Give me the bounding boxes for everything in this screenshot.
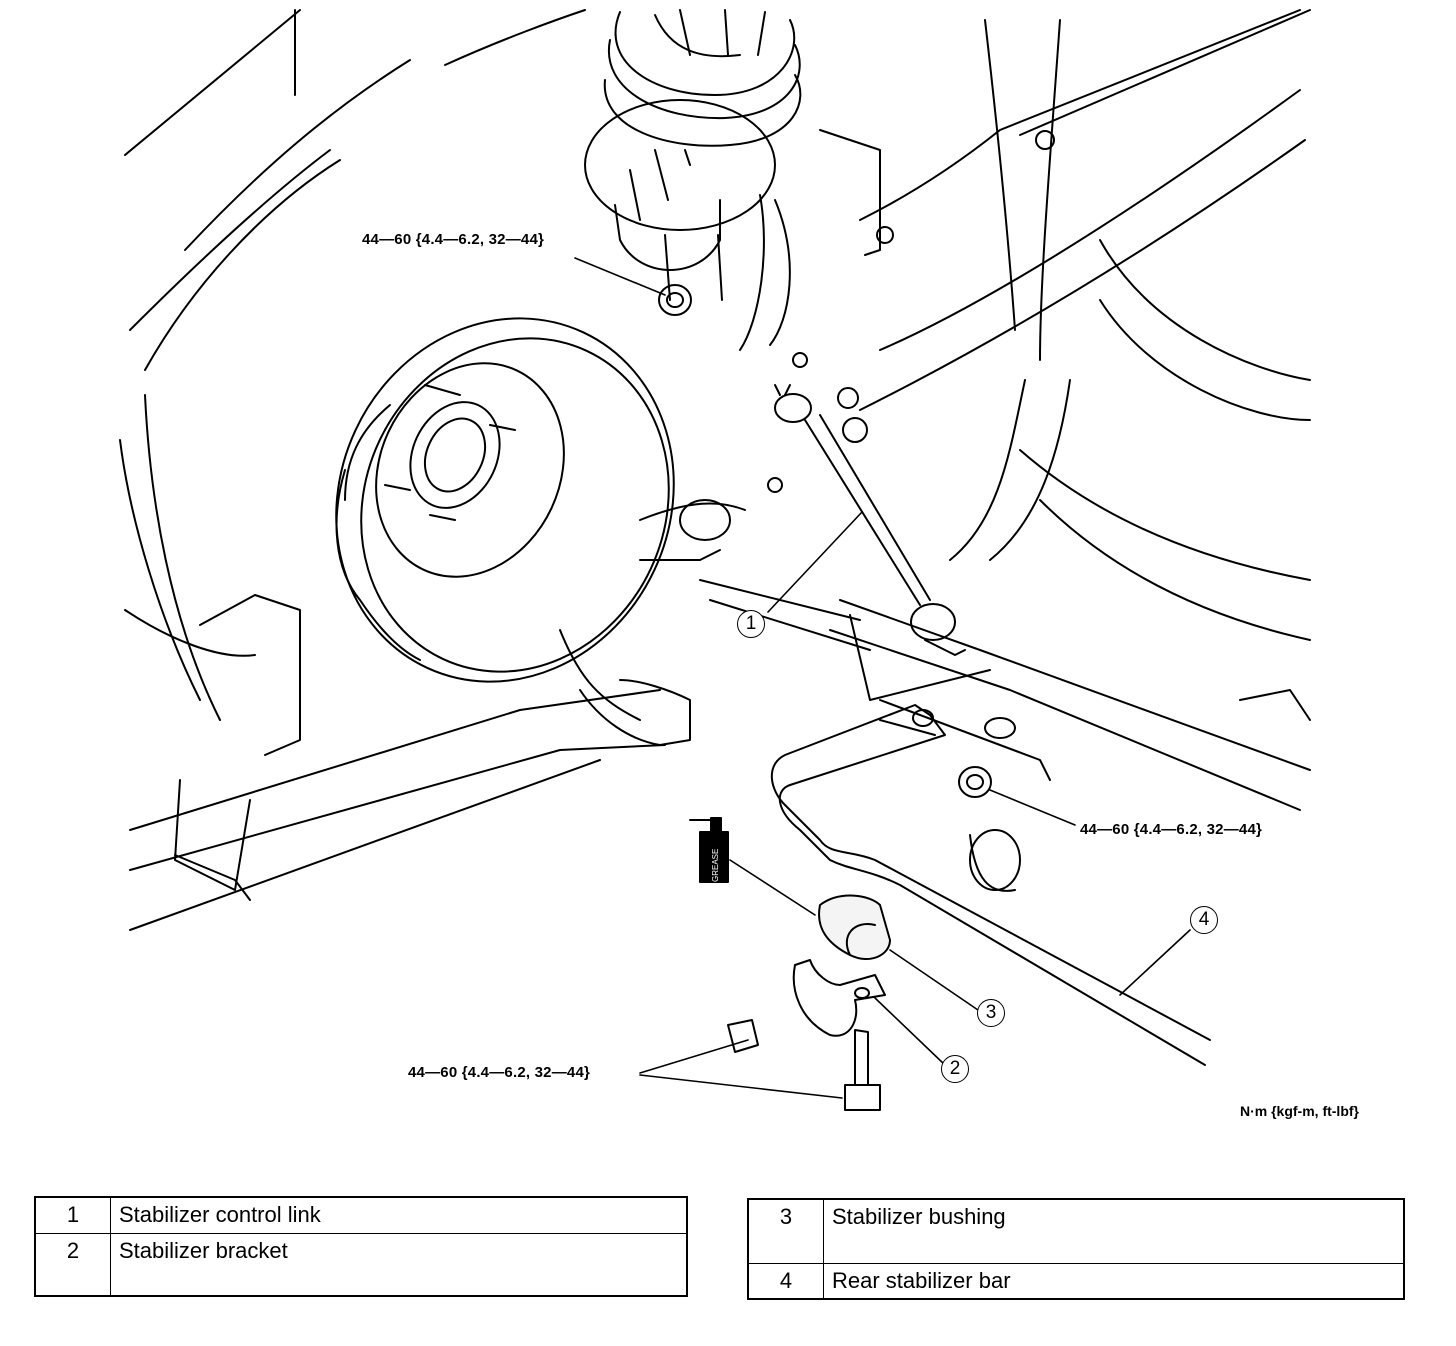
part-number: 2: [34, 1232, 111, 1297]
fasteners: [658, 284, 992, 1111]
part-number: 4: [747, 1262, 824, 1300]
torque-spec-right: 44—60 {4.4—6.2, 32—44}: [1080, 821, 1263, 838]
shock-absorber: [584, 99, 791, 351]
part-number: 3: [747, 1198, 824, 1264]
stabilizer-control-link: [774, 384, 966, 656]
callout-3[interactable]: 3: [977, 999, 1005, 1027]
parts-legend-left: 1 Stabilizer control link 2 Stabilizer b…: [34, 1196, 688, 1297]
callout-4[interactable]: 4: [1190, 906, 1218, 934]
torque-spec-upper: 44—60 {4.4—6.2, 32—44}: [362, 231, 545, 248]
parts-legend-right: 3 Stabilizer bushing 4 Rear stabilizer b…: [747, 1198, 1405, 1300]
coil-spring: [603, 9, 802, 147]
leader-lines: [574, 257, 1191, 1099]
part-number: 1: [34, 1196, 111, 1234]
part-name: Stabilizer bushing: [823, 1198, 1405, 1264]
underbody: [699, 9, 1311, 892]
part-name: Rear stabilizer bar: [823, 1262, 1405, 1300]
part-name: Stabilizer control link: [110, 1196, 688, 1234]
stabilizer-bracket[interactable]: [792, 959, 886, 1037]
grease-label: GREASE: [711, 849, 720, 882]
callout-1[interactable]: 1: [737, 610, 765, 638]
rear-stabilizer-bar: [770, 704, 1211, 1066]
part-name: Stabilizer bracket: [110, 1232, 688, 1297]
unit-note: N·m {kgf-m, ft-lbf}: [1240, 1103, 1359, 1119]
grease-can-icon: [689, 817, 729, 883]
table-row: 4 Rear stabilizer bar: [747, 1262, 1405, 1300]
callout-2[interactable]: 2: [941, 1055, 969, 1083]
torque-spec-lower: 44—60 {4.4—6.2, 32—44}: [408, 1064, 591, 1081]
table-row: 3 Stabilizer bushing: [747, 1198, 1405, 1264]
table-row: 1 Stabilizer control link: [34, 1196, 688, 1234]
stabilizer-bushing[interactable]: [818, 894, 891, 960]
table-row: 2 Stabilizer bracket: [34, 1232, 688, 1297]
wheel-housing: [119, 9, 586, 721]
brake-drum: [335, 317, 675, 721]
trailing-arm: [129, 499, 746, 931]
